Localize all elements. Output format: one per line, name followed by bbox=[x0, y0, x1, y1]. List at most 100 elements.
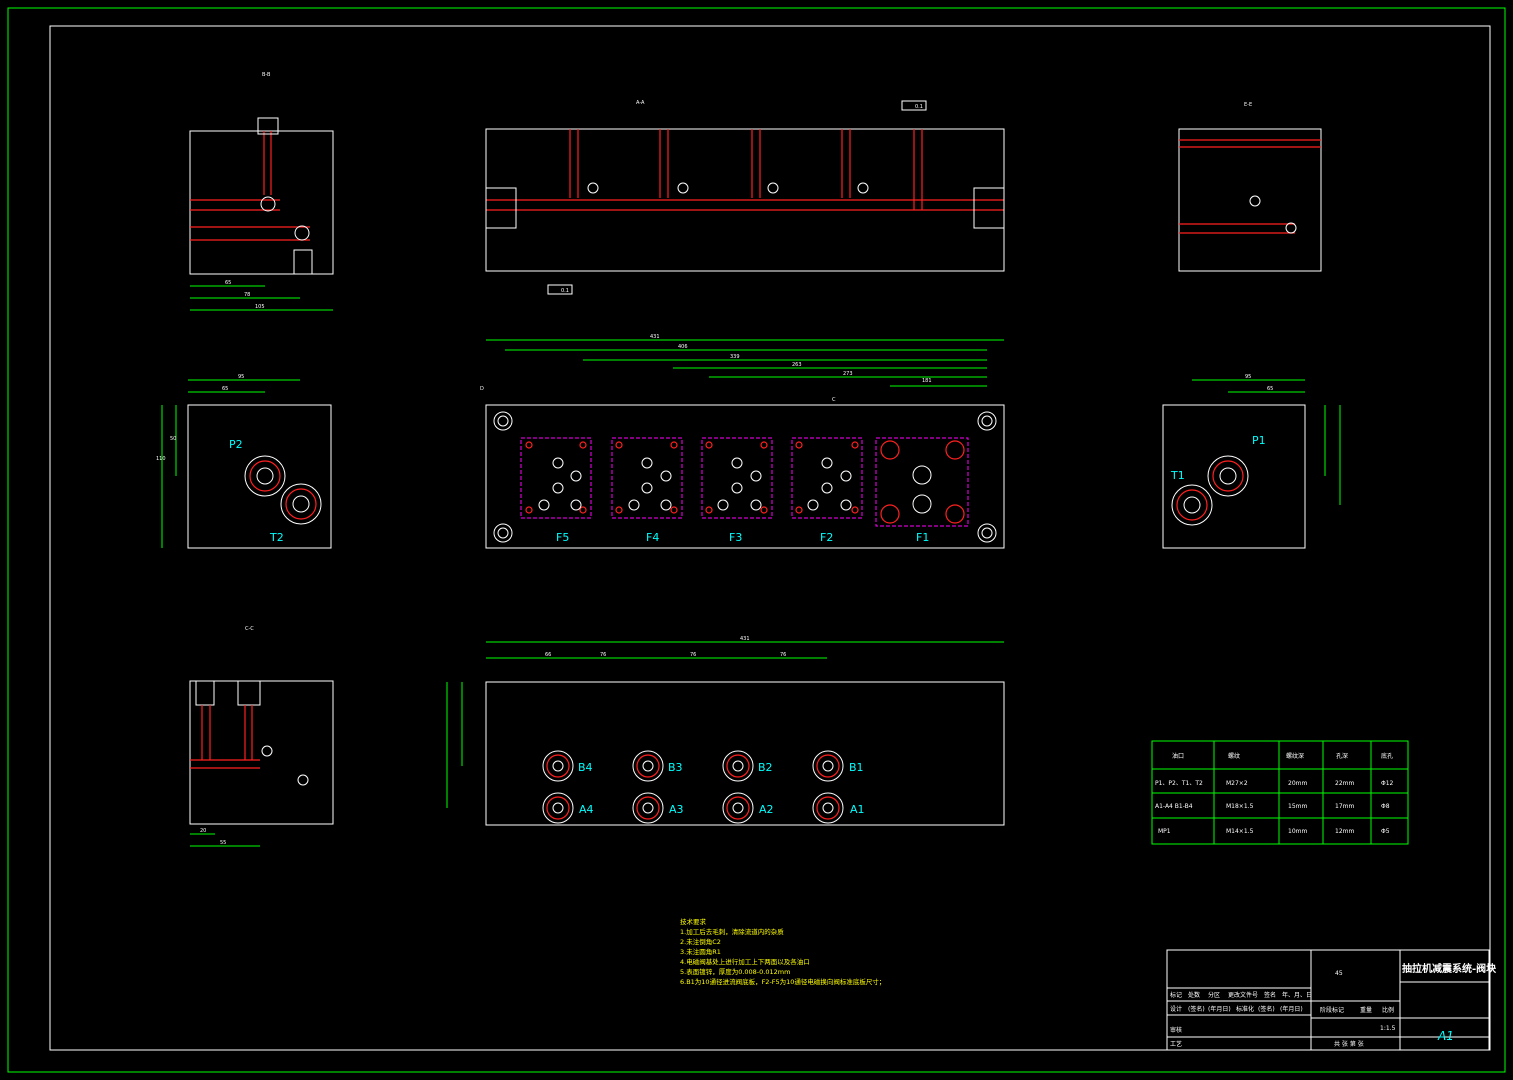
view-section-bottom-left: C-C 20 55 bbox=[189, 626, 334, 847]
valve-label-f4: F4 bbox=[646, 531, 659, 544]
valve-f1-outline bbox=[875, 437, 969, 527]
notes-line: 1.加工后去毛刺，清除流道内的杂质 bbox=[680, 927, 784, 936]
material: 45 bbox=[1335, 970, 1343, 977]
scale-label: 比例 bbox=[1382, 1006, 1394, 1014]
inner-border bbox=[49, 25, 1491, 1051]
outer-border bbox=[7, 7, 1506, 1073]
rev-header: 标记 bbox=[1170, 991, 1182, 999]
port-label-p1: P1 bbox=[1252, 434, 1266, 447]
technical-notes: 技术要求 1.加工后去毛刺，清除流道内的杂质 2.未注倒角C2 3.未注圆角R1… bbox=[680, 917, 885, 986]
table-cell: 15mm bbox=[1288, 803, 1307, 810]
table-header-4: 底孔 bbox=[1381, 752, 1393, 760]
rev-header: 分区 bbox=[1208, 991, 1220, 999]
port-label-b3: B3 bbox=[668, 761, 683, 774]
svg-text:95: 95 bbox=[1245, 374, 1251, 380]
rev-header: 更改文件号 bbox=[1228, 991, 1258, 999]
section-b-label: B-B bbox=[262, 72, 271, 78]
valve-f4-outline bbox=[611, 437, 683, 519]
view-right-side: 95 65 P1 T1 bbox=[1162, 374, 1341, 549]
notes-line: 2.未注倒角C2 bbox=[680, 937, 721, 946]
table-cell: 22mm bbox=[1335, 780, 1354, 787]
view-top-plan: 431 406 339 263 273 181 F5 F4 bbox=[480, 334, 1005, 549]
port-label-a4: A4 bbox=[579, 803, 594, 816]
svg-text:65: 65 bbox=[225, 280, 231, 286]
view-section-top-right: E-E bbox=[1178, 102, 1322, 272]
svg-text:76: 76 bbox=[600, 652, 606, 658]
sheet-size: A1 bbox=[1437, 1029, 1454, 1043]
port-label-b2: B2 bbox=[758, 761, 773, 774]
notes-line: 5.表面镀锌，厚度为0.008-0.012mm bbox=[680, 967, 790, 976]
table-cell: MP1 bbox=[1158, 828, 1171, 835]
flatness-tol-bottom bbox=[547, 284, 573, 295]
section-a-label: A-A bbox=[636, 100, 645, 106]
notes-line: 4.电磁阀基处上进行加工上下两面以及各油口 bbox=[680, 957, 810, 966]
section-c-label-bottom: C-C bbox=[245, 626, 254, 632]
svg-text:273: 273 bbox=[843, 371, 853, 377]
review-label: 审核 bbox=[1170, 1026, 1182, 1034]
svg-text:0.1: 0.1 bbox=[561, 288, 569, 294]
design-row: (签名) bbox=[1188, 1005, 1205, 1013]
view-section-top-center: A-A 0.1 0.1 bbox=[485, 100, 1005, 295]
valve-f3-outline bbox=[701, 437, 773, 519]
section-e-label: E-E bbox=[1244, 102, 1252, 108]
view-left-side: 95 65 50 110 P2 T2 bbox=[156, 374, 332, 549]
port-label-a3: A3 bbox=[669, 803, 684, 816]
svg-text:55: 55 bbox=[220, 840, 226, 846]
table-header-3: 孔深 bbox=[1336, 752, 1348, 760]
notes-line: 3.未注圆角R1 bbox=[680, 947, 721, 956]
table-cell: 12mm bbox=[1335, 828, 1354, 835]
valve-f2-outline bbox=[791, 437, 863, 519]
svg-text:406: 406 bbox=[678, 344, 688, 350]
design-row: (年月日) bbox=[1208, 1005, 1231, 1013]
port-spec-table: 油口 螺纹 螺纹深 孔深 底孔 P1、P2、T1、T2 M27×2 20mm 2… bbox=[1151, 740, 1409, 845]
svg-text:65: 65 bbox=[222, 386, 228, 392]
port-label-t1: T1 bbox=[1170, 469, 1185, 482]
view-bottom-ports: 431 66 76 76 76 B4 B3 B2 B1 A4 A3 A2 A1 bbox=[446, 636, 1005, 826]
table-header-1: 螺纹 bbox=[1228, 752, 1240, 760]
valve-label-f5: F5 bbox=[556, 531, 569, 544]
valve-f5-outline bbox=[520, 437, 592, 519]
table-header-0: 油口 bbox=[1172, 752, 1184, 760]
table-header-2: 螺纹深 bbox=[1286, 752, 1304, 760]
svg-text:263: 263 bbox=[792, 362, 802, 368]
table-cell: M27×2 bbox=[1226, 780, 1248, 787]
table-cell: M14×1.5 bbox=[1226, 828, 1254, 835]
valve-label-f2: F2 bbox=[820, 531, 833, 544]
svg-text:181: 181 bbox=[922, 378, 932, 384]
notes-line: 6.B1为10通径进流阀底板，F2-F5为10通径电磁换向阀标准底板尺寸； bbox=[680, 977, 885, 986]
design-row: (签名) bbox=[1258, 1005, 1275, 1013]
scale-value: 1:1.5 bbox=[1380, 1025, 1396, 1032]
svg-text:110: 110 bbox=[156, 456, 166, 462]
port-label-b4: B4 bbox=[578, 761, 593, 774]
svg-text:431: 431 bbox=[650, 334, 660, 340]
design-row: (年月日) bbox=[1280, 1005, 1303, 1013]
svg-text:431: 431 bbox=[740, 636, 750, 642]
rev-header: 签名 bbox=[1264, 991, 1276, 999]
port-label-p2: P2 bbox=[229, 438, 243, 451]
design-row: 设计 bbox=[1170, 1005, 1182, 1013]
design-row: 标准化 bbox=[1236, 1005, 1254, 1013]
view-section-top-left: B-B 65 78 105 bbox=[189, 72, 334, 311]
sheets-label: 共 张 第 张 bbox=[1334, 1040, 1364, 1048]
svg-text:339: 339 bbox=[730, 354, 740, 360]
svg-text:20: 20 bbox=[200, 828, 206, 834]
table-cell: 17mm bbox=[1335, 803, 1354, 810]
svg-text:76: 76 bbox=[780, 652, 786, 658]
table-cell: M18×1.5 bbox=[1226, 803, 1254, 810]
svg-text:66: 66 bbox=[545, 652, 551, 658]
table-cell: 10mm bbox=[1288, 828, 1307, 835]
svg-text:105: 105 bbox=[255, 304, 265, 310]
table-cell: P1、P2、T1、T2 bbox=[1155, 780, 1203, 787]
section-c-label: C bbox=[832, 397, 836, 403]
port-label-b1: B1 bbox=[849, 761, 864, 774]
table-cell: A1-A4 B1-B4 bbox=[1155, 803, 1193, 810]
port-label-a1: A1 bbox=[850, 803, 865, 816]
rev-header: 年、月、日 bbox=[1282, 991, 1312, 999]
title-block: 抽拉机减震系统-阀块 45 标记 处数 分区 更改文件号 签名 年、月、日 设计… bbox=[1166, 949, 1497, 1051]
svg-text:78: 78 bbox=[244, 292, 250, 298]
valve-label-f1: F1 bbox=[916, 531, 929, 544]
process-label: 工艺 bbox=[1170, 1040, 1182, 1048]
port-label-t2: T2 bbox=[269, 531, 284, 544]
rev-header: 处数 bbox=[1188, 991, 1200, 999]
section-d-label: D bbox=[480, 386, 484, 392]
